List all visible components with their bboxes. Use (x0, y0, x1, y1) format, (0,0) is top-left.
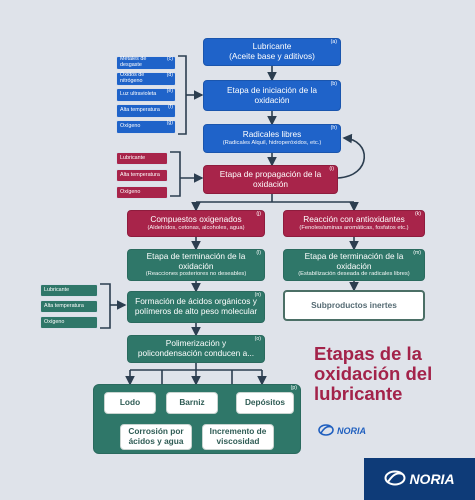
node-compuestos: Compuestos oxigenados (Aldehídos, cetona… (127, 210, 265, 237)
side-red-item: Alta temperatura (116, 169, 168, 182)
side-blue-label: Óxidos de nitrógeno (120, 72, 145, 84)
node-propagacion-tag: (i) (329, 166, 334, 172)
result-depositos: Depósitos (236, 392, 294, 414)
side-blue-item: Luz ultravioleta (e) (116, 88, 176, 102)
node-polimerizacion-tag: (o) (254, 336, 261, 342)
node-compuestos-tag: (j) (256, 211, 261, 217)
node-polimerizacion-title: Polimerización y policondensación conduc… (137, 338, 255, 358)
result-corrosion: Corrosión por ácidos y agua (120, 424, 192, 450)
diagram-title: Etapas de la oxidación del lubricante (314, 343, 433, 404)
side-blue-item: Óxidos de nitrógeno (d) (116, 72, 176, 86)
side-blue-item: Metales de desgaste (c) (116, 56, 176, 70)
noria-logo-small: NORIA (318, 424, 366, 438)
node-acidos: Formación de ácidos orgánicos y polímero… (127, 291, 265, 323)
node-acidos-tag: (n) (254, 292, 261, 298)
result-barniz-label: Barniz (179, 397, 205, 408)
side-blue-label: Luz ultravioleta (120, 91, 157, 98)
result-viscosidad: Incremento de viscosidad (202, 424, 274, 450)
node-antioxidantes-subtitle: (Fenoles/aminas aromáticas, fosfatos etc… (299, 224, 409, 231)
node-iniciacion-title: Etapa de iniciación de la oxidación (227, 84, 317, 105)
node-lubricante-title: Lubricante (252, 41, 292, 52)
noria-logo-mark-icon (318, 424, 334, 438)
result-lodo-label: Lodo (119, 397, 141, 408)
node-terminacion1-title: Etapa de terminación de la oxidación (146, 251, 246, 271)
node-lubricante-subtitle: (Aceite base y aditivos) (229, 51, 315, 61)
side-blue-label: Oxígeno (120, 123, 141, 130)
side-red-label: Alta temperatura (120, 171, 160, 178)
side-teal-label: Oxígeno (44, 318, 65, 325)
bracket-red (170, 151, 181, 197)
side-blue-tag: (e) (166, 88, 173, 94)
result-depositos-label: Depósitos (244, 397, 286, 408)
node-lubricante: Lubricante (Aceite base y aditivos) (a) (203, 38, 341, 66)
side-teal-label: Lubricante (44, 286, 70, 293)
node-terminacion1: Etapa de terminación de la oxidación (Re… (127, 249, 265, 281)
side-red-label: Lubricante (120, 154, 146, 161)
node-radicales-title: Radicales libres (242, 129, 302, 140)
side-red-item: Lubricante (116, 152, 168, 165)
result-viscosidad-label: Incremento de viscosidad (209, 426, 267, 446)
result-lodo: Lodo (104, 392, 156, 414)
node-terminacion1-subtitle: (Reacciones posteriores no deseables) (145, 271, 247, 278)
node-subproductos-title: Subproductos inertes (311, 299, 397, 310)
node-terminacion2: Etapa de terminación de la oxidación (Es… (283, 249, 425, 281)
node-radicales: Radicales libres (Radicales Alquil, hidr… (203, 124, 341, 153)
side-red-item: Oxígeno (116, 186, 168, 199)
side-teal-label: Alta temperatura (44, 302, 84, 309)
side-blue-tag: (d) (166, 72, 173, 78)
side-teal-item: Alta temperatura (40, 300, 98, 313)
noria-logo-large: NORIA (364, 458, 475, 500)
bracket-blue (178, 55, 187, 135)
node-acidos-title: Formación de ácidos orgánicos y polímero… (134, 296, 258, 316)
node-polimerizacion: Polimerización y policondensación conduc… (127, 335, 265, 363)
node-antioxidantes-tag: (k) (414, 211, 421, 217)
node-terminacion2-title: Etapa de terminación de la oxidación (304, 251, 404, 271)
arrow-propagacion-loop (337, 133, 366, 179)
side-blue-item: Oxígeno (g) (116, 120, 176, 134)
side-teal-item: Oxígeno (40, 316, 98, 329)
node-lubricante-tag: (a) (330, 39, 337, 45)
bracket-teal (100, 283, 111, 329)
node-propagacion-title: Etapa de propagación de la oxidación (219, 168, 322, 189)
side-blue-label: Metales de desgaste (120, 56, 147, 68)
node-propagacion: Etapa de propagación de la oxidación (i) (203, 165, 338, 194)
node-radicales-tag: (h) (330, 125, 337, 131)
node-radicales-subtitle: (Radicales Alquil, hidroperóxidos, etc.) (222, 139, 322, 146)
noria-logo-mark-icon (384, 470, 406, 489)
node-antioxidantes-title: Reacción con antioxidantes (303, 214, 405, 225)
side-blue-tag: (f) (168, 104, 173, 110)
node-terminacion1-tag: (l) (256, 250, 261, 256)
node-iniciacion: Etapa de iniciación de la oxidación (b) (203, 80, 341, 111)
node-terminacion2-tag: (m) (413, 250, 421, 256)
node-iniciacion-tag: (b) (330, 81, 337, 87)
result-barniz: Barniz (166, 392, 218, 414)
side-blue-item: Alta temperatura (f) (116, 104, 176, 118)
side-blue-label: Alta temperatura (120, 107, 160, 114)
node-compuestos-title: Compuestos oxigenados (150, 214, 242, 225)
side-blue-tag: (c) (166, 56, 173, 62)
noria-logo-text: NORIA (337, 426, 366, 436)
node-compuestos-subtitle: (Aldehídos, cetonas, alcoholes, agua) (147, 224, 245, 231)
side-blue-tag: (g) (166, 120, 173, 126)
result-corrosion-label: Corrosión por ácidos y agua (128, 426, 184, 446)
node-antioxidantes: Reacción con antioxidantes (Fenoles/amin… (283, 210, 425, 237)
noria-logo-text: NORIA (409, 471, 455, 487)
side-red-label: Oxígeno (120, 188, 141, 195)
results-panel-tag: (p) (290, 385, 297, 391)
node-subproductos: Subproductos inertes (283, 290, 425, 321)
node-terminacion2-subtitle: (Estabilización deseada de radicales lib… (298, 271, 410, 278)
side-teal-item: Lubricante (40, 284, 98, 297)
